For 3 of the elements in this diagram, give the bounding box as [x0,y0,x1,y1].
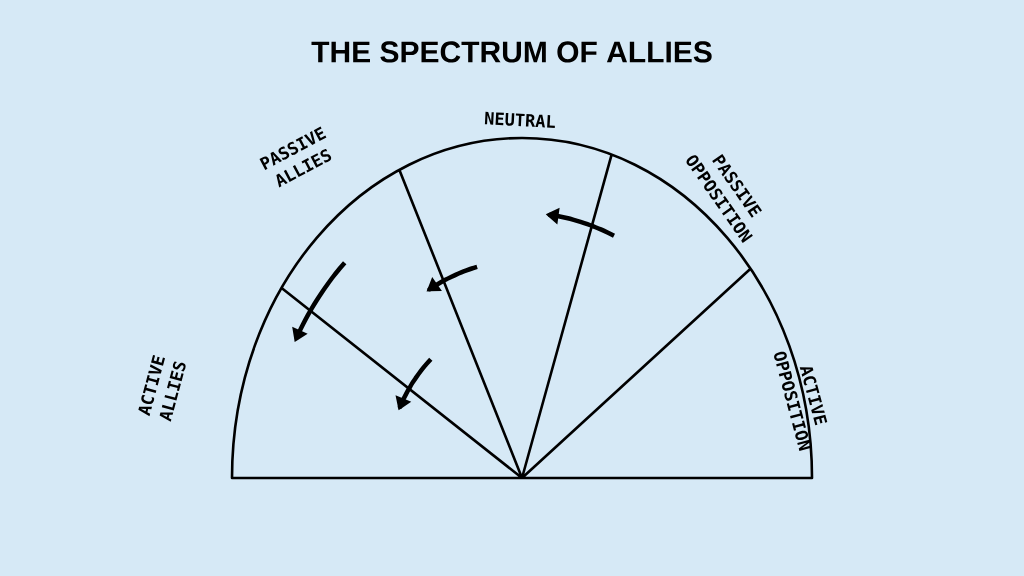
sector-label: NEUTRAL [484,111,555,128]
sector-label: ACTIVE ALLIES [138,355,186,422]
title: THE SPECTRUM OF ALLIES [311,41,712,63]
